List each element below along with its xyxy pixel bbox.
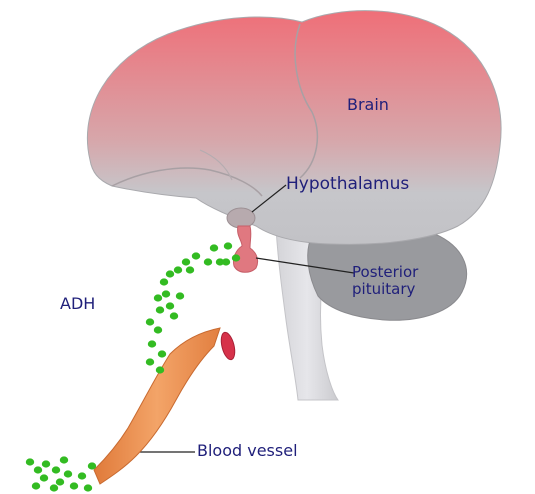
cerebrum-shape [87, 11, 501, 245]
adh-particle [40, 474, 48, 481]
adh-particle [32, 482, 40, 489]
adh-particle [146, 318, 154, 325]
adh-particle [42, 460, 50, 467]
adh-particle [166, 270, 174, 277]
adh-particle [158, 350, 166, 357]
adh-particle [210, 244, 218, 251]
adh-particle [224, 242, 232, 249]
adh-particle [156, 306, 164, 313]
adh-particle [70, 482, 78, 489]
adh-particle [186, 266, 194, 273]
adh-particle [84, 484, 92, 491]
blood-vessel-opening [219, 331, 237, 361]
adh-particle [160, 278, 168, 285]
label-brain: Brain [347, 97, 389, 113]
label-blood-vessel: Blood vessel [197, 443, 298, 459]
pituitary-gland [233, 226, 257, 272]
adh-particle [182, 258, 190, 265]
adh-particle [162, 290, 170, 297]
adh-particle [176, 292, 184, 299]
adh-particle [64, 470, 72, 477]
hypothalamus-shape [227, 208, 255, 228]
adh-particle [204, 258, 212, 265]
adh-particle [78, 472, 86, 479]
adh-particle [232, 254, 240, 261]
adh-particle [50, 484, 58, 491]
adh-particle [60, 456, 68, 463]
adh-particle [170, 312, 178, 319]
adh-particle [174, 266, 182, 273]
adh-particle [156, 366, 164, 373]
adh-particle [146, 358, 154, 365]
adh-particle [148, 340, 156, 347]
label-posterior-pituitary: Posterior pituitary [352, 264, 418, 298]
label-posterior-pituitary-line2: pituitary [352, 281, 418, 298]
adh-particle [26, 458, 34, 465]
label-hypothalamus: Hypothalamus [286, 176, 409, 193]
adh-particle [154, 326, 162, 333]
label-posterior-pituitary-line1: Posterior [352, 264, 418, 281]
adh-particle [34, 466, 42, 473]
label-adh: ADH [60, 296, 95, 312]
adh-particle [222, 258, 230, 265]
blood-vessel-shape [94, 328, 220, 484]
adh-particle [166, 302, 174, 309]
adh-particle [192, 252, 200, 259]
adh-particle [154, 294, 162, 301]
adh-particle [56, 478, 64, 485]
adh-particle [88, 462, 96, 469]
adh-particle [52, 466, 60, 473]
